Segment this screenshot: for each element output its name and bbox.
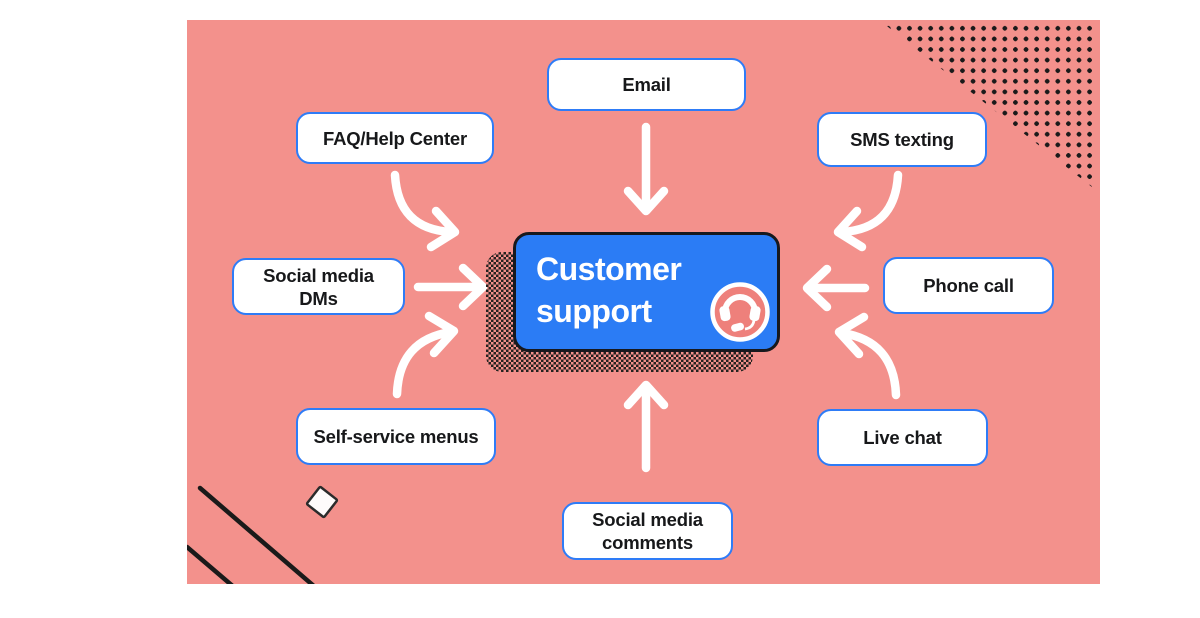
node-self-service-menus-label: Self-service menus bbox=[313, 426, 479, 447]
arrow-self-service-curve bbox=[392, 311, 459, 399]
node-social-media-comments: Social media comments bbox=[562, 502, 733, 560]
node-social-media-comments-label: Social media comments bbox=[592, 509, 703, 553]
node-live-chat-label: Live chat bbox=[863, 427, 942, 448]
arrow-faq-curve bbox=[390, 170, 460, 252]
center-node-customer-support: Customer support bbox=[513, 232, 780, 352]
node-phone-call-label: Phone call bbox=[923, 275, 1014, 296]
node-email: Email bbox=[547, 58, 746, 111]
node-faq-help-center: FAQ/Help Center bbox=[296, 112, 494, 164]
node-faq-help-center-label: FAQ/Help Center bbox=[323, 127, 467, 149]
arrow-sms-curve bbox=[833, 170, 903, 252]
center-node-label: Customer support bbox=[536, 251, 682, 329]
node-self-service-menus: Self-service menus bbox=[296, 408, 496, 465]
diagonal-line-decoration bbox=[187, 544, 234, 584]
headset-icon bbox=[710, 282, 770, 342]
node-sms-texting-label: SMS texting bbox=[850, 129, 954, 150]
node-social-media-dms: Social media DMs bbox=[232, 258, 405, 315]
node-live-chat: Live chat bbox=[817, 409, 988, 466]
infographic-canvas: Customer support Email FAQ/Help Center S… bbox=[187, 20, 1100, 584]
node-phone-call: Phone call bbox=[883, 257, 1054, 314]
arrow-live-chat-curve bbox=[834, 312, 901, 400]
arrow-comments-up bbox=[623, 380, 669, 473]
arrow-email-down bbox=[623, 122, 669, 216]
diagonal-line-decoration bbox=[197, 485, 315, 584]
arrow-phone-left bbox=[802, 264, 870, 312]
node-sms-texting: SMS texting bbox=[817, 112, 987, 167]
node-social-media-dms-label: Social media DMs bbox=[263, 264, 374, 309]
arrow-dms-right bbox=[413, 263, 488, 311]
diamond-decoration bbox=[305, 485, 339, 519]
node-email-label: Email bbox=[622, 74, 671, 95]
